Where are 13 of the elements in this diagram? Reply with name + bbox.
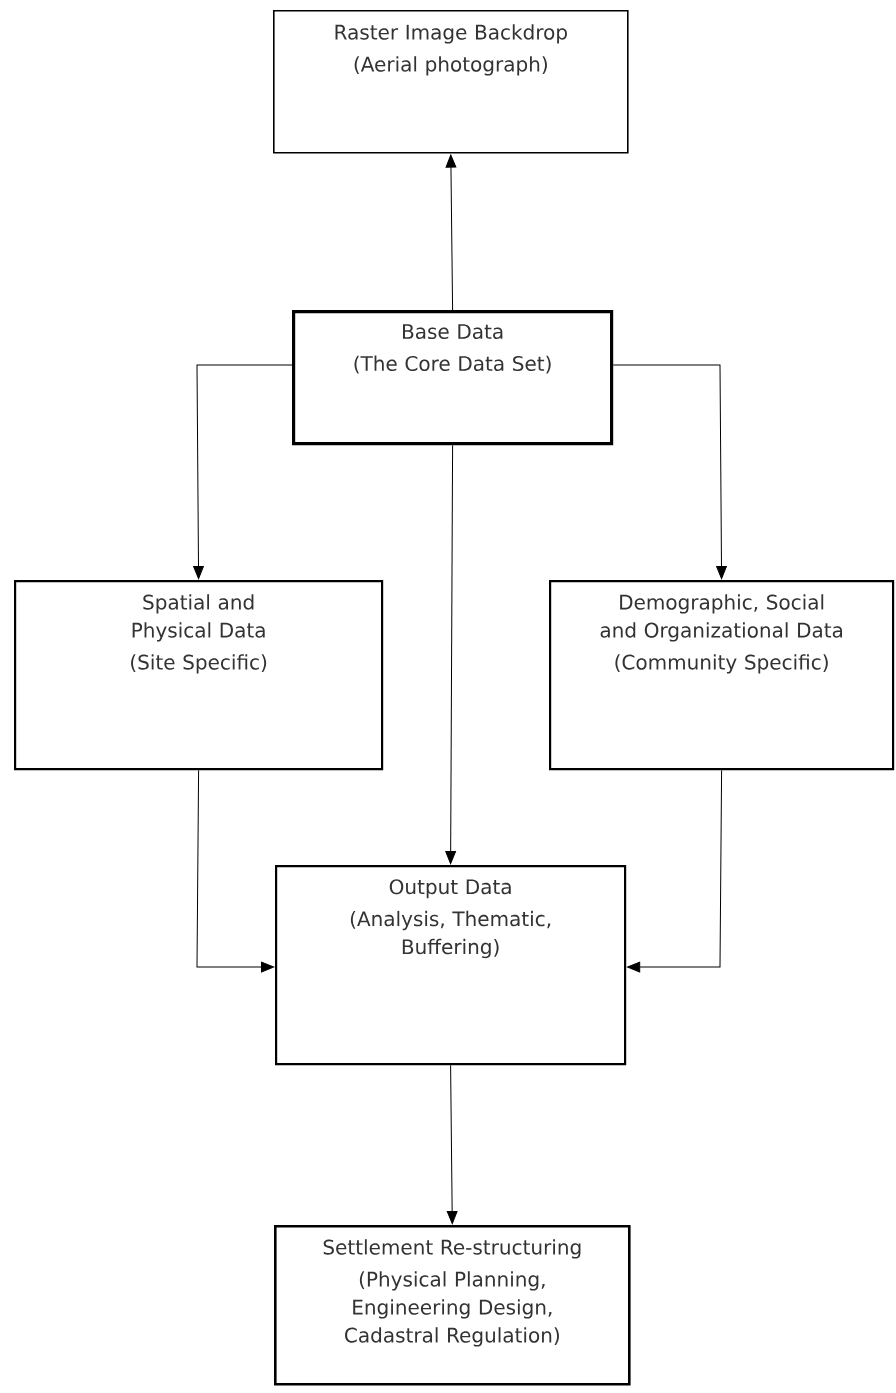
process-box: Settlement Re-structuring (Physical Planning, Engineering Design, Cadastral Regulation)	[274, 1225, 631, 1386]
arrow	[445, 154, 457, 311]
arrow	[627, 769, 723, 973]
process-box: Output Data (Analysis, Thematic, Buffering)	[275, 865, 627, 1066]
arrow	[196, 769, 275, 973]
arrow	[193, 364, 293, 580]
arrow	[446, 1064, 458, 1225]
process-box: Base Data (The Core Data Set)	[292, 310, 614, 446]
arrow	[612, 364, 727, 580]
process-box: Demographic, Social and Organizational Data (Community Specific)	[549, 580, 895, 771]
arrow	[445, 444, 457, 865]
process-box: Raster Image Backdrop (Aerial photograph)	[273, 10, 629, 154]
process-box: Spatial and Physical Data (Site Specific)	[14, 580, 384, 771]
